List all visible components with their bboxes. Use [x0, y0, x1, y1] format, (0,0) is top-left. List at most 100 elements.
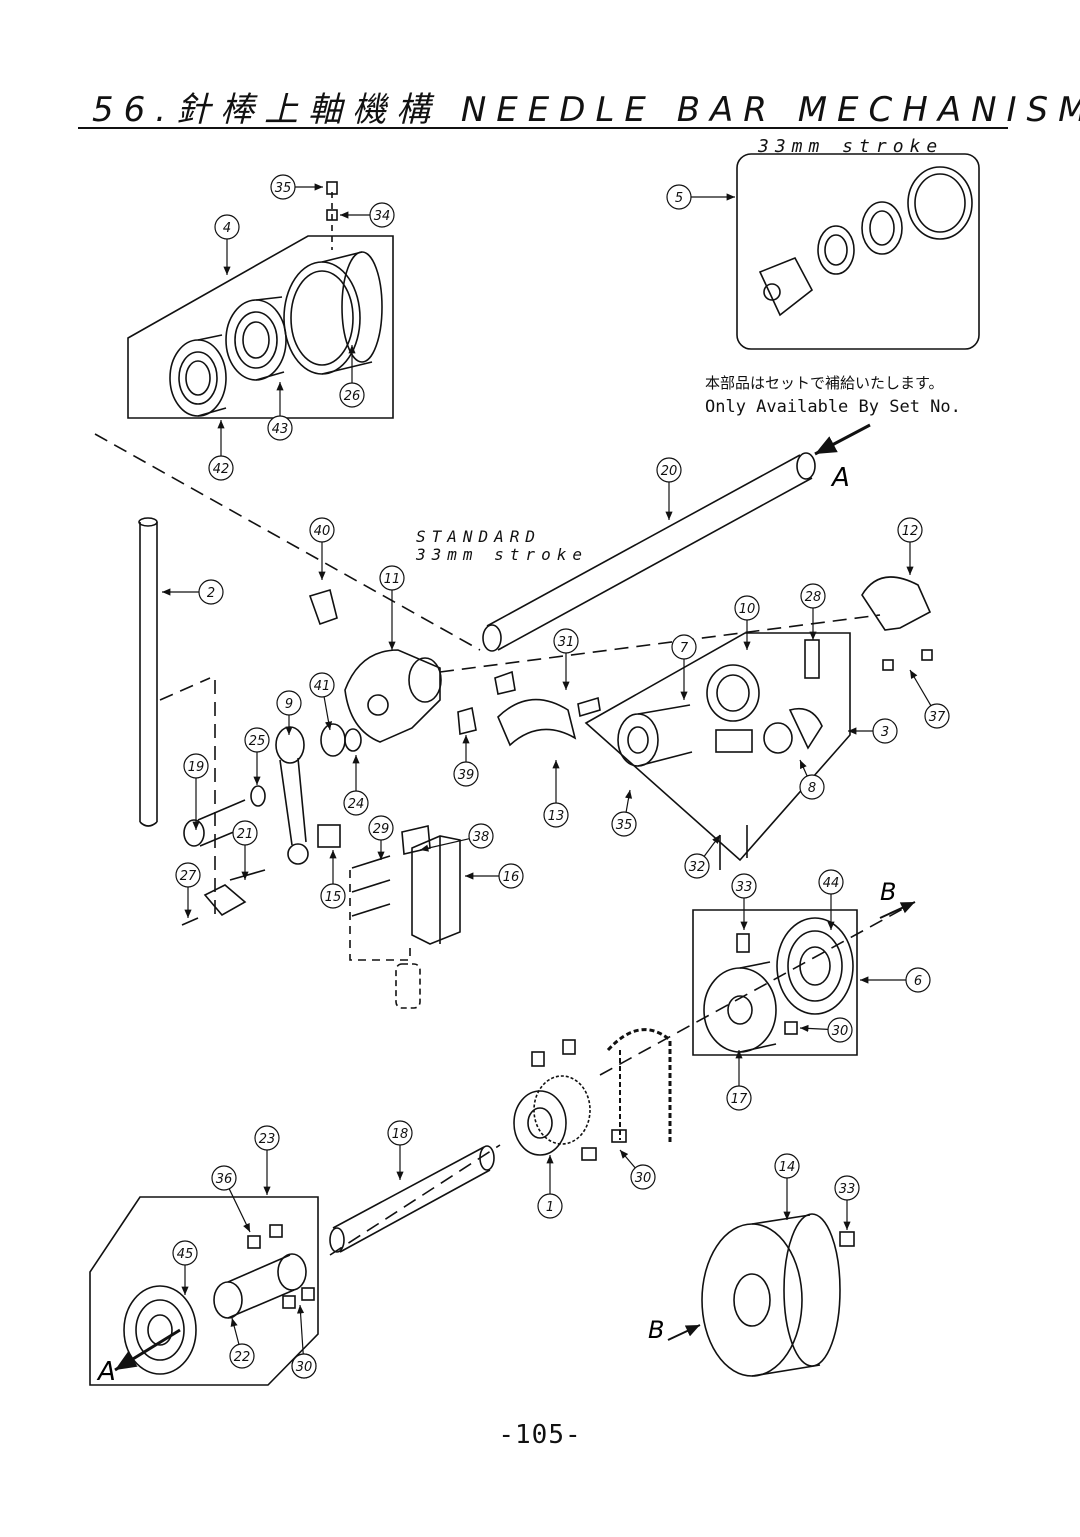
callout-circle — [731, 873, 757, 899]
callout-circle — [799, 774, 825, 800]
inset-box-5 — [736, 153, 980, 350]
callout-number: 19 — [188, 760, 205, 775]
callout-36: 36 — [211, 1165, 251, 1233]
callout-32: 32 — [684, 834, 721, 879]
callout-circle — [172, 1240, 198, 1266]
bearing-45 — [123, 1285, 197, 1375]
callout-number: 45 — [177, 1247, 194, 1262]
view-arrow-b-top — [879, 901, 916, 919]
callout-circle — [369, 202, 395, 228]
callout-number: 37 — [929, 710, 946, 725]
bearing-set-5 — [758, 166, 973, 317]
pulley-1 — [513, 1075, 591, 1156]
callout-2: 2 — [162, 579, 224, 605]
callout-circle — [343, 790, 369, 816]
callout-circle — [379, 565, 405, 591]
note-english: Only Available By Set No. — [705, 397, 961, 417]
callout-8: 8 — [799, 759, 825, 800]
callout-1: 1 — [537, 1155, 563, 1219]
callout-5: 5 — [666, 184, 735, 210]
callout-circle — [498, 863, 524, 889]
rod-2 — [138, 517, 158, 827]
callout-circle — [905, 967, 931, 993]
callout-number: 32 — [689, 860, 706, 875]
callout-circle — [211, 1165, 237, 1191]
callout-number: 8 — [808, 781, 816, 796]
callout-14: 14 — [774, 1153, 800, 1220]
callout-circle — [309, 672, 335, 698]
callout-35: 35 — [611, 789, 637, 837]
callout-number: 31 — [558, 635, 575, 650]
callout-circle — [270, 174, 296, 200]
callout-number: 41 — [314, 679, 331, 694]
callout-42: 42 — [208, 420, 234, 481]
callout-circle — [183, 753, 209, 779]
callout-24: 24 — [343, 755, 369, 816]
crank-rod-9 — [275, 726, 309, 865]
callout-38: 38 — [419, 823, 494, 852]
callout-30: 30 — [799, 1017, 853, 1043]
callout-43: 43 — [267, 382, 293, 441]
callout-leader — [228, 1188, 251, 1233]
callout-number: 43 — [272, 422, 289, 437]
handwheel-14 — [701, 1213, 841, 1377]
callout-circle — [656, 457, 682, 483]
screw-35 — [326, 181, 338, 195]
callout-6: 6 — [860, 967, 931, 993]
callout-number: 12 — [902, 524, 919, 539]
assembly-box-23 — [89, 1196, 319, 1386]
callout-number: 34 — [374, 209, 391, 224]
callout-number: 33 — [736, 880, 753, 895]
callout-44: 44 — [818, 869, 844, 930]
callout-leader — [624, 789, 633, 813]
callout-17: 17 — [726, 1050, 752, 1111]
bearing-43 — [225, 296, 287, 381]
page-title: 56.針棒上軸機構 NEEDLE BAR MECHANISM — [92, 90, 1080, 130]
callout-circle — [671, 634, 697, 660]
needle-bearing-41 — [320, 723, 346, 757]
callout-number: 5 — [675, 191, 683, 206]
screws-38 — [401, 825, 431, 855]
axis-line — [329, 1144, 501, 1256]
screw-27 — [181, 917, 199, 926]
screw-37 — [882, 659, 894, 671]
callout-circle — [872, 718, 898, 744]
washer-24 — [344, 728, 362, 752]
callout-33: 33 — [834, 1175, 860, 1230]
callout-circle — [774, 1153, 800, 1179]
callout-number: 35 — [275, 181, 292, 196]
standard-stroke-label: 33mm stroke — [416, 545, 588, 564]
timing-belt — [606, 1028, 672, 1145]
callout-11: 11 — [379, 565, 405, 650]
callout-39: 39 — [453, 735, 479, 787]
holder-16 — [411, 835, 461, 945]
callout-45: 45 — [172, 1240, 198, 1295]
callout-number: 13 — [548, 809, 565, 824]
callout-circle — [232, 820, 258, 846]
screw-31 — [494, 670, 516, 695]
callout-number: 26 — [344, 389, 361, 404]
callout-circle — [453, 761, 479, 787]
callout-34: 34 — [340, 202, 395, 228]
screw-30 — [784, 1021, 798, 1035]
callout-circle — [244, 727, 270, 753]
callout-leader — [323, 696, 333, 731]
spring-39 — [457, 706, 477, 736]
callout-leader — [909, 669, 932, 706]
callout-3: 3 — [848, 718, 898, 744]
assembly-box-6 — [692, 909, 858, 1056]
callout-number: 14 — [779, 1160, 796, 1175]
assembly-box-4 — [127, 235, 394, 419]
callout-leader — [230, 1317, 240, 1345]
callout-circle — [208, 455, 234, 481]
callout-number: 28 — [805, 590, 822, 605]
bearing-44 — [776, 917, 854, 1015]
callout-21: 21 — [232, 820, 258, 880]
callout-4: 4 — [214, 214, 240, 275]
callout-circle — [339, 382, 365, 408]
callout-15: 15 — [320, 850, 346, 909]
callout-18: 18 — [387, 1120, 413, 1180]
callout-circle — [726, 1085, 752, 1111]
